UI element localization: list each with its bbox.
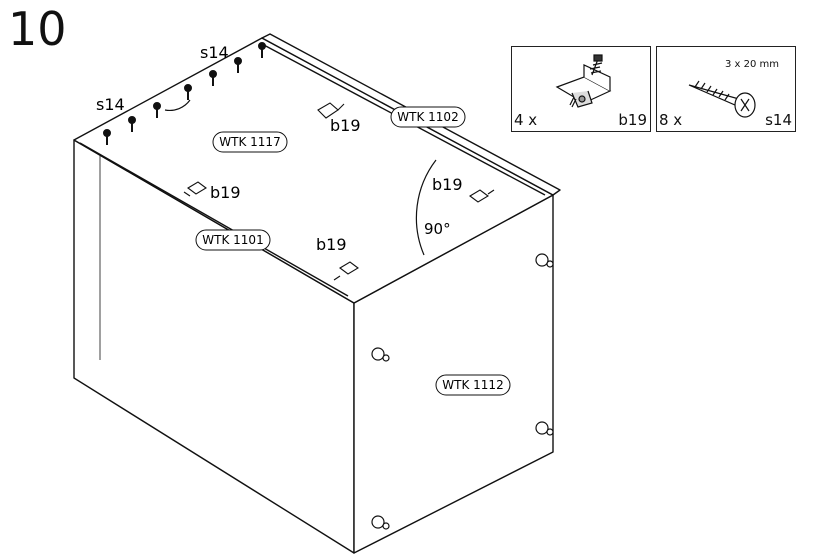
brackets — [183, 102, 495, 281]
panel-label-back-text: WTK 1102 — [397, 110, 458, 124]
panel-label-top: WTK 1117 — [212, 131, 288, 153]
callout-b19-corner: b19 — [432, 175, 463, 194]
screw-icon — [128, 116, 136, 132]
cam-lock-bracket-icon — [333, 261, 359, 281]
cam-lock-bracket-icon — [555, 54, 612, 108]
dowel-icon — [535, 421, 554, 436]
panel-label-front-text: WTK 1112 — [442, 378, 503, 392]
dowel-icon — [371, 515, 390, 530]
parts-code: b19 — [618, 111, 647, 129]
dowel-icon — [535, 253, 554, 268]
screw-icon — [184, 84, 192, 100]
callout-s14-upper: s14 — [200, 43, 229, 62]
dowel-icon — [371, 347, 390, 362]
angle-label: 90° — [424, 220, 451, 238]
panel-label-front: WTK 1112 — [435, 374, 511, 396]
screw-icon — [234, 57, 242, 73]
panel-label-top-text: WTK 1117 — [219, 135, 280, 149]
panel-label-side: WTK 1101 — [195, 229, 271, 251]
panel-label-back: WTK 1102 — [390, 106, 466, 128]
parts-qty: 4 x — [514, 111, 538, 129]
screw-icon — [103, 129, 111, 145]
parts-box-bracket: 4 x b19 — [511, 46, 651, 132]
step-number: 10 — [8, 2, 67, 56]
callout-s14-left: s14 — [96, 95, 125, 114]
screw-dimension: 3 x 20 mm — [725, 59, 780, 70]
parts-box-screw: 3 x 20 mm 8 x s14 — [656, 46, 796, 132]
cam-lock-bracket-icon — [469, 189, 495, 203]
screws-top — [103, 42, 266, 145]
cam-lock-bracket-icon — [317, 102, 345, 119]
angle-arc — [415, 159, 437, 256]
screw-icon — [688, 80, 756, 118]
screw-icon — [153, 102, 161, 118]
cam-lock-bracket-icon — [183, 181, 207, 197]
callout-b19-top: b19 — [330, 116, 361, 135]
dowels — [371, 253, 554, 530]
screw-icon — [258, 42, 266, 58]
parts-code: s14 — [765, 111, 792, 129]
parts-qty: 8 x — [659, 111, 683, 129]
panel-label-side-text: WTK 1101 — [202, 233, 263, 247]
callout-b19-left: b19 — [210, 183, 241, 202]
callout-b19-front-edge: b19 — [316, 235, 347, 254]
screw-icon — [209, 70, 217, 86]
